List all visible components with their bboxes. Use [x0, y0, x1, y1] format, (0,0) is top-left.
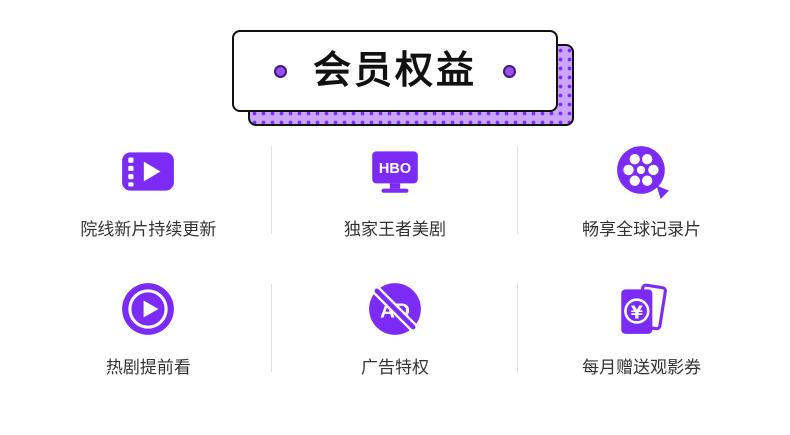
benefit-label: 热剧提前看: [105, 358, 191, 377]
benefit-label: 广告特权: [360, 358, 429, 377]
benefits-grid: 院线新片持续更新 HBO 独家王者美剧: [25, 138, 765, 386]
benefit-label: 院线新片持续更新: [80, 220, 217, 239]
page-title: 会员权益: [312, 50, 477, 92]
benefit-item-hbo-dramas: HBO 独家王者美剧: [272, 138, 519, 248]
member-benefits-page: 会员权益 院线新片持续更新: [0, 30, 790, 386]
benefit-item-documentaries: 畅享全球记录片: [518, 138, 765, 248]
yen-symbol: ¥: [630, 303, 643, 323]
banner: 会员权益: [232, 30, 574, 126]
benefit-item-new-films: 院线新片持续更新: [25, 138, 272, 248]
film-strip-icon: [119, 142, 177, 200]
benefit-item-ad-free: AD 广告特权: [272, 276, 519, 386]
benefit-label: 独家王者美剧: [343, 220, 446, 239]
benefit-item-monthly-tickets: ¥ 每月赠送观影券: [518, 276, 765, 386]
no-ads-icon: AD: [366, 280, 424, 338]
banner-box: 会员权益: [232, 30, 558, 112]
hbo-tv-icon: HBO: [366, 142, 424, 200]
movie-ticket-icon: ¥: [613, 280, 671, 338]
hbo-logo-text: HBO: [379, 161, 411, 177]
benefit-item-early-watch: 热剧提前看: [25, 276, 272, 386]
film-reel-icon: [613, 142, 671, 200]
benefit-label: 畅享全球记录片: [582, 220, 702, 239]
decor-dot-right-icon: [503, 64, 516, 78]
decor-dot-left-icon: [273, 64, 287, 78]
benefit-label: 每月赠送观影券: [582, 358, 702, 377]
play-circle-icon: [119, 280, 177, 338]
